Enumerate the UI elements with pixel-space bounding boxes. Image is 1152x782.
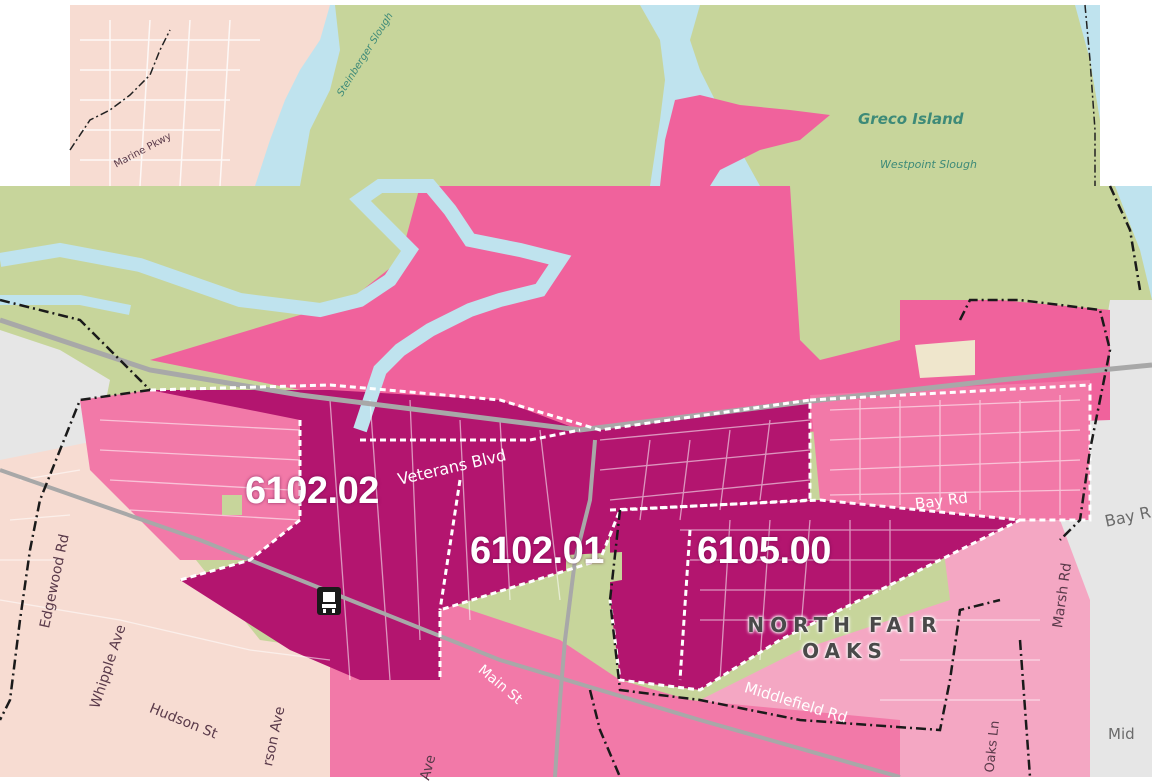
tract-label-6102-02: 6102.02 [245, 470, 379, 512]
city-boundary [0, 185, 1142, 777]
tract-boundaries [149, 383, 1092, 692]
place-label-line1: NORTH FAIR [747, 613, 943, 637]
main-map [0, 179, 1152, 777]
street-label-mid-right: Mid [1108, 725, 1135, 743]
water-label-greco: Greco Island [858, 110, 964, 128]
tract-label-6105-00: 6105.00 [697, 530, 831, 572]
place-label-north-fair-oaks: NORTH FAIR OAKS [720, 612, 970, 664]
top-inset-map [69, 4, 1100, 187]
train-station-icon [317, 587, 341, 615]
water-label-westpoint: Westpoint Slough [880, 158, 977, 171]
place-label-line2: OAKS [802, 639, 888, 663]
rail-line [0, 468, 901, 777]
tract-label-6102-01: 6102.01 [470, 530, 604, 572]
street-grid [0, 395, 1081, 701]
small-tract-patch [915, 340, 975, 378]
woodside-road [553, 439, 597, 777]
